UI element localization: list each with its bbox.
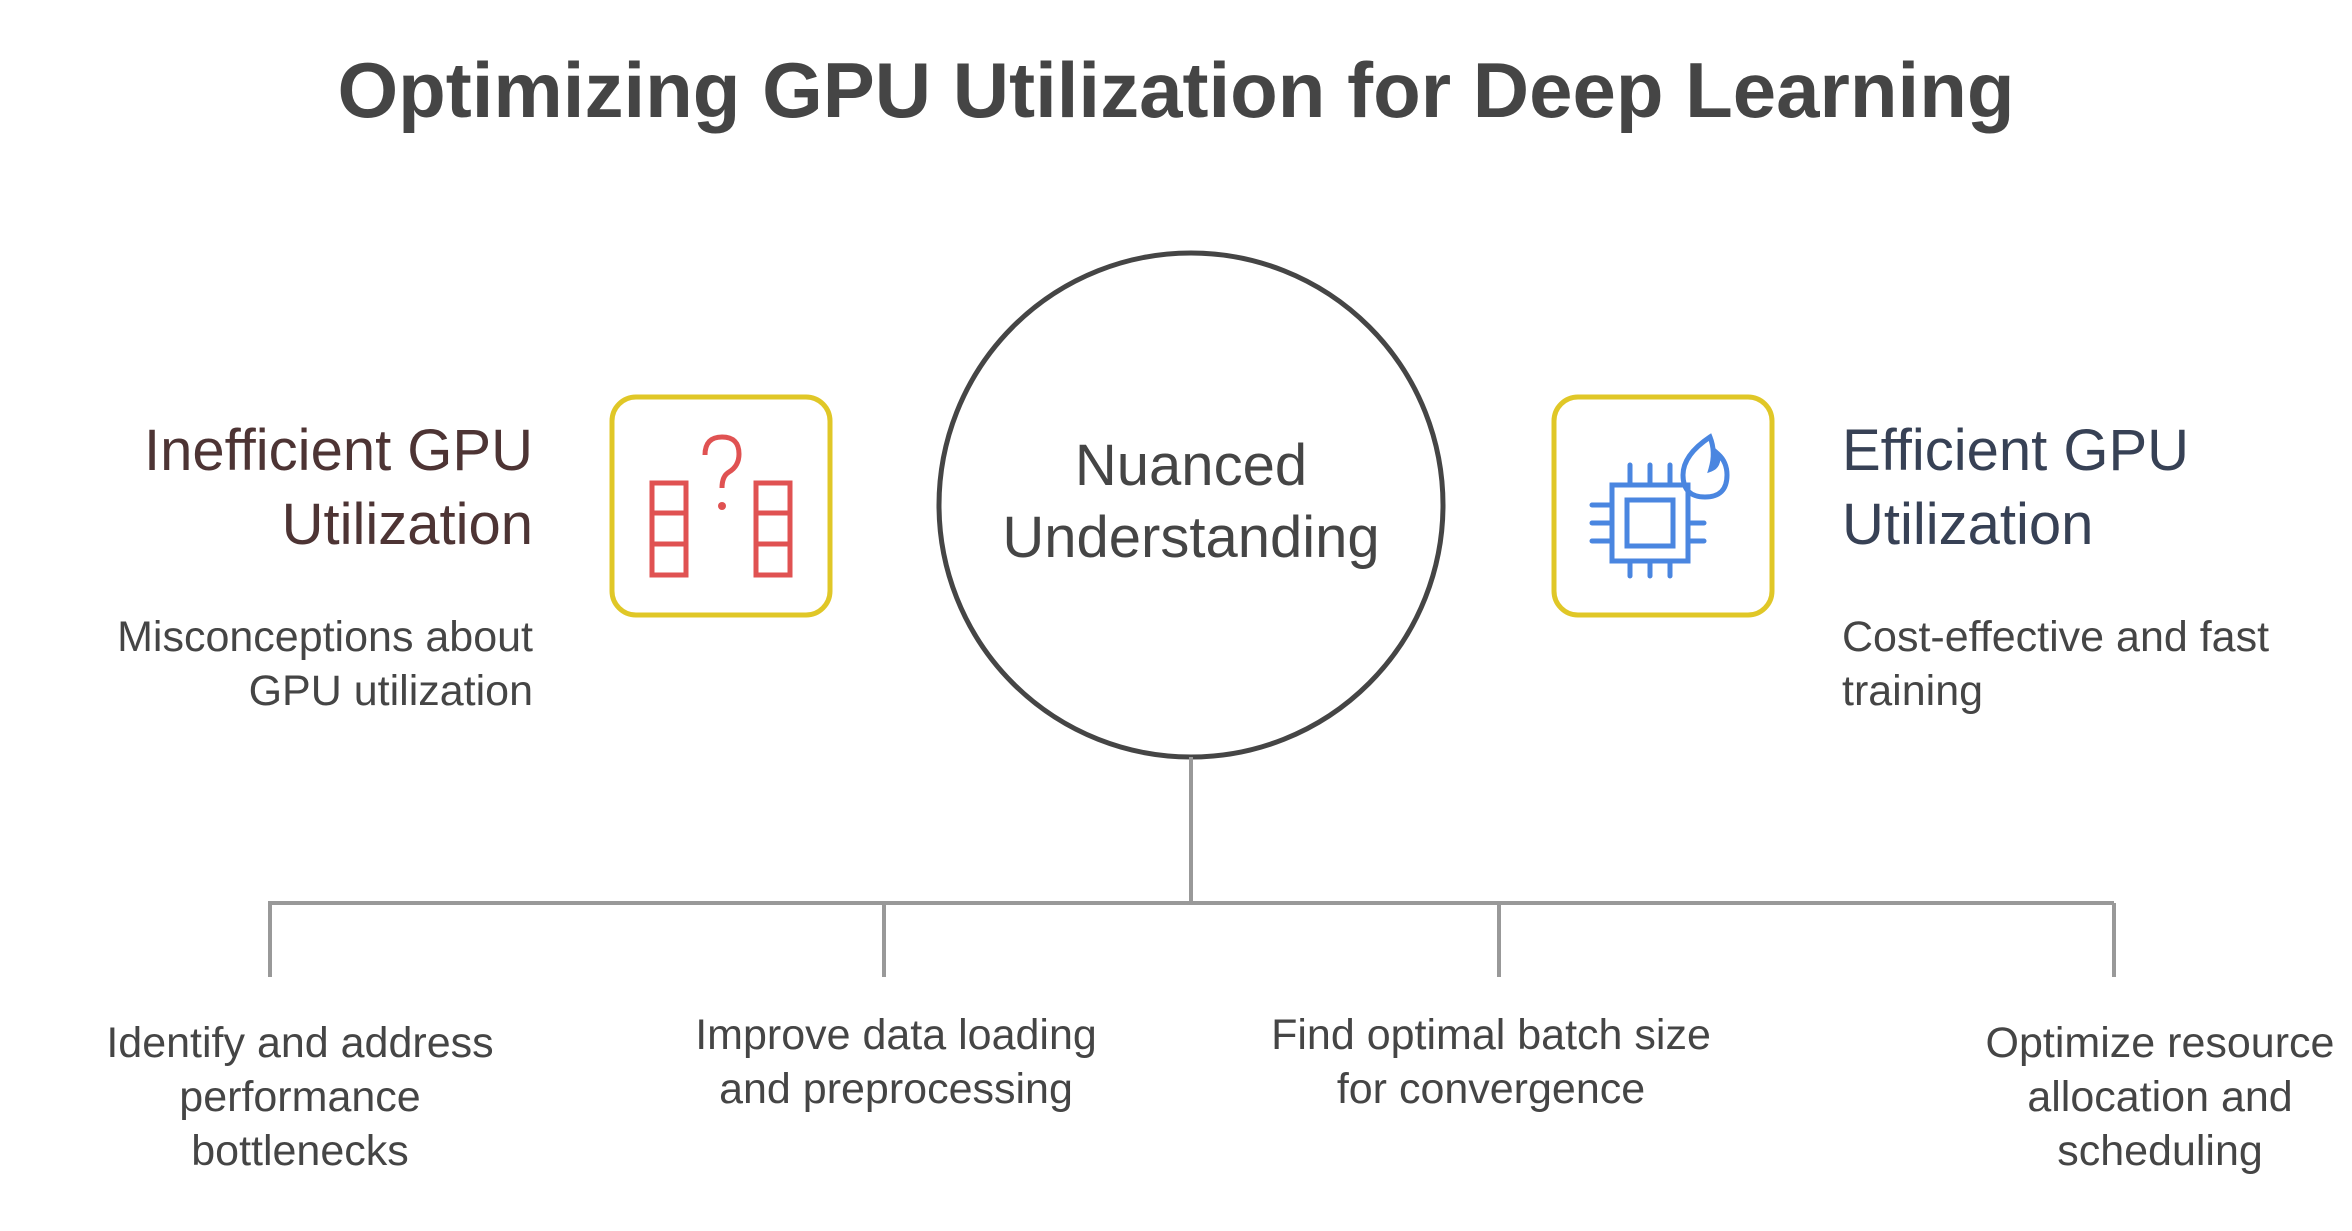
- shelves-question-icon: [649, 434, 793, 578]
- left-desc-line: GPU utilization: [248, 667, 533, 715]
- step-line: performance: [179, 1073, 421, 1121]
- left-title-line: Inefficient GPU: [143, 418, 533, 483]
- left-description: Misconceptions about GPU utilization: [13, 610, 533, 718]
- tree-connector: [268, 757, 2116, 977]
- step-batch-size: Find optimal batch size for convergence: [1241, 1008, 1741, 1116]
- right-title: Efficient GPU Utilization: [1842, 414, 2342, 562]
- step-line: Optimize resource: [1985, 1019, 2335, 1067]
- step-line: bottlenecks: [191, 1127, 409, 1175]
- step-line: Find optimal batch size: [1271, 1011, 1711, 1059]
- step-identify-bottlenecks: Identify and address performance bottlen…: [50, 1016, 550, 1178]
- center-label-line: Understanding: [1002, 505, 1380, 570]
- step-line: Identify and address: [106, 1019, 494, 1067]
- right-title-line: Efficient GPU: [1842, 418, 2190, 483]
- step-line: scheduling: [2057, 1127, 2263, 1175]
- right-icon-box: [1551, 394, 1775, 618]
- step-line: Improve data loading: [695, 1011, 1097, 1059]
- left-desc-line: Misconceptions about: [117, 613, 533, 661]
- step-line: for convergence: [1336, 1065, 1646, 1113]
- left-title: Inefficient GPU Utilization: [13, 414, 533, 562]
- step-data-loading: Improve data loading and preprocessing: [646, 1008, 1146, 1116]
- right-desc-line: Cost-effective and fast: [1842, 613, 2270, 661]
- step-resource-allocation: Optimize resource allocation and schedul…: [1910, 1016, 2352, 1178]
- right-title-line: Utilization: [1842, 492, 2094, 557]
- step-line: and preprocessing: [719, 1065, 1073, 1113]
- right-description: Cost-effective and fast training: [1842, 610, 2342, 718]
- center-label-line: Nuanced: [1074, 433, 1308, 498]
- page-title: Optimizing GPU Utilization for Deep Lear…: [337, 46, 2015, 134]
- center-label: Nuanced Understanding: [939, 430, 1443, 574]
- right-desc-line: training: [1842, 667, 1984, 715]
- step-line: allocation and: [2027, 1073, 2293, 1121]
- cpu-flame-icon: [1589, 433, 1730, 579]
- left-title-line: Utilization: [281, 492, 533, 557]
